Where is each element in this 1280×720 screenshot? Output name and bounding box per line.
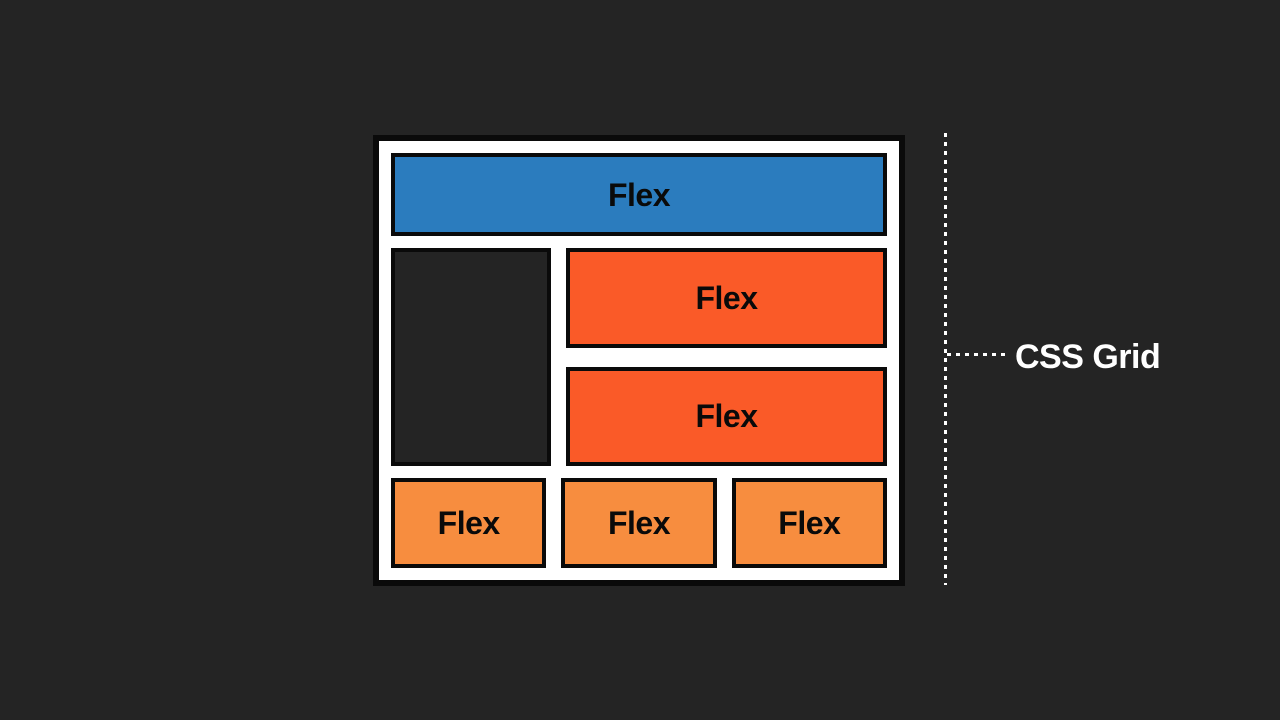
grid-cell-content-top-flex: Flex <box>566 248 887 348</box>
annotation-dashed-connector <box>947 353 1005 356</box>
grid-middle-right-column: Flex Flex <box>566 248 887 466</box>
annotation-label-css-grid: CSS Grid <box>1015 338 1161 376</box>
grid-cell-label: Flex <box>695 398 758 435</box>
grid-cell-label: Flex <box>607 505 671 541</box>
grid-cell-content-bottom-flex: Flex <box>566 366 887 466</box>
css-grid-inner: Flex Flex Flex Flex <box>379 141 899 580</box>
annotation-vertical-dotted-line <box>944 133 947 585</box>
grid-cell-label: Flex <box>695 279 758 316</box>
grid-cell-label: Flex <box>437 505 501 541</box>
grid-cell-footer-2-flex: Flex <box>561 478 717 568</box>
grid-row-middle: Flex Flex <box>391 248 887 466</box>
grid-cell-label: Flex <box>607 176 671 213</box>
grid-cell-header-flex: Flex <box>391 153 887 236</box>
grid-cell-footer-3-flex: Flex <box>731 478 887 568</box>
grid-cell-label: Flex <box>778 505 841 541</box>
grid-row-footer: Flex Flex Flex <box>391 478 887 568</box>
css-grid-container: Flex Flex Flex Flex <box>373 135 905 586</box>
grid-cell-footer-1-flex: Flex <box>391 478 547 568</box>
grid-cell-sidebar-empty <box>391 248 551 466</box>
